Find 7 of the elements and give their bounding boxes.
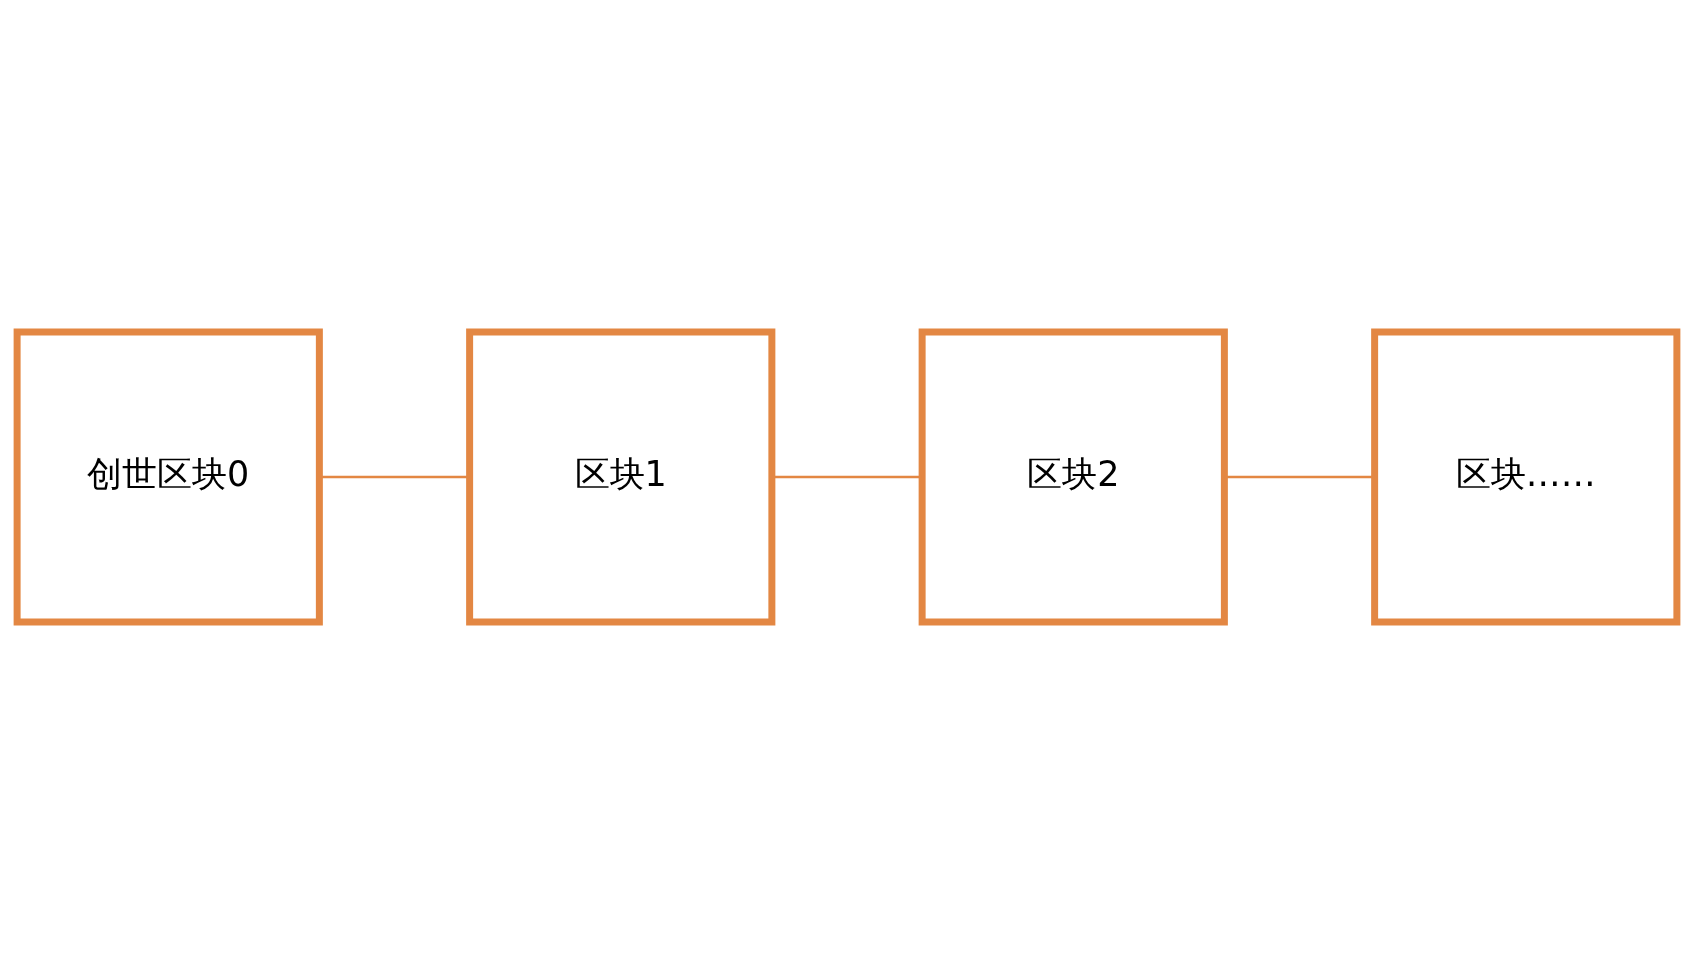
connector [319,475,470,479]
node-box: 创世区块0 [13,328,323,626]
node-box: 区块1 [466,328,776,626]
node-box: 区块…… [1371,328,1681,626]
connector [772,475,922,479]
connector [1224,475,1375,479]
node-box: 区块2 [918,328,1228,626]
